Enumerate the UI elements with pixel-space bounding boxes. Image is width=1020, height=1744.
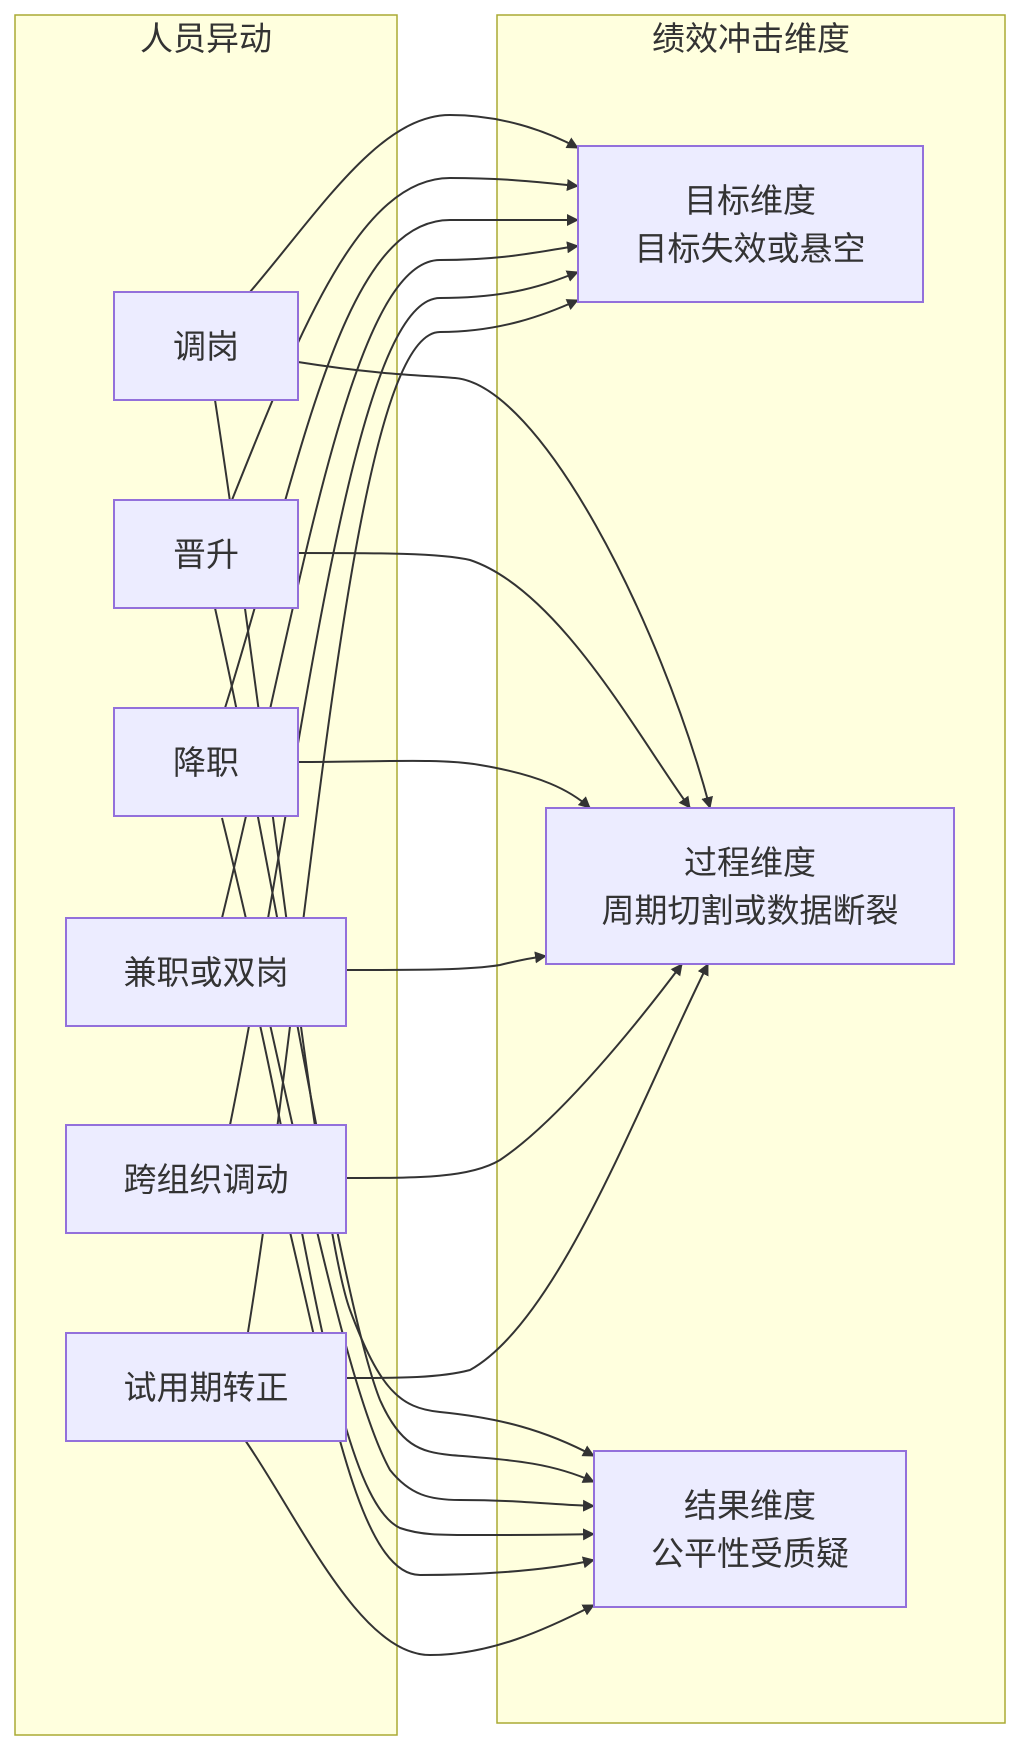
- node-demote-label: 降职: [173, 743, 239, 782]
- edge-probation-to-result: [244, 1439, 595, 1657]
- node-demote-box: [113, 707, 299, 817]
- node-crossorg[interactable]: 跨组织调动: [65, 1124, 347, 1234]
- node-process[interactable]: 过程维度 周期切割或数据断裂: [545, 807, 955, 965]
- edge-move-to-process: [297, 361, 713, 809]
- node-move[interactable]: 调岗: [113, 291, 299, 401]
- edge-crossorg-to-goal: [229, 270, 579, 1126]
- edge-probation-to-process: [345, 963, 709, 1379]
- node-result-line1: 结果维度: [684, 1486, 816, 1525]
- node-promote[interactable]: 晋升: [113, 499, 299, 609]
- edge-demote-to-process: [297, 759, 591, 809]
- node-goal-line1: 目标维度: [684, 181, 816, 220]
- edge-promote-to-process: [297, 552, 691, 809]
- node-crossorg-label: 跨组织调动: [124, 1160, 289, 1199]
- node-move-box: [113, 291, 299, 401]
- node-result[interactable]: 结果维度 公平性受质疑: [593, 1450, 907, 1608]
- node-promote-box: [113, 499, 299, 609]
- edge-probation-to-goal: [247, 299, 579, 1333]
- cluster-personnel-changes: 人员异动: [14, 14, 398, 1736]
- node-result-box: [593, 1450, 907, 1608]
- node-goal-line2: 目标失效或悬空: [635, 229, 866, 268]
- edge-crossorg-to-process: [345, 963, 683, 1179]
- node-dual[interactable]: 兼职或双岗: [65, 917, 347, 1027]
- node-process-line1: 过程维度: [684, 843, 816, 882]
- edge-dual-to-goal: [221, 241, 579, 919]
- node-process-box: [545, 807, 955, 965]
- node-goal[interactable]: 目标维度 目标失效或悬空: [577, 145, 924, 303]
- node-demote[interactable]: 降职: [113, 707, 299, 817]
- node-probation[interactable]: 试用期转正: [65, 1332, 347, 1442]
- node-result-line2: 公平性受质疑: [651, 1534, 849, 1573]
- node-process-line2: 周期切割或数据断裂: [602, 891, 899, 930]
- edge-dual-to-result: [259, 1024, 595, 1541]
- node-probation-box: [65, 1332, 347, 1442]
- cluster-personnel-changes-title: 人员异动: [140, 19, 272, 58]
- edge-dual-to-process: [345, 951, 547, 971]
- cluster-performance-impact-title: 绩效冲击维度: [652, 19, 850, 58]
- node-probation-label: 试用期转正: [124, 1368, 289, 1407]
- node-promote-label: 晋升: [173, 535, 239, 574]
- node-move-label: 调岗: [173, 327, 239, 366]
- node-dual-box: [65, 917, 347, 1027]
- node-goal-box: [577, 145, 924, 303]
- node-dual-label: 兼职或双岗: [124, 953, 289, 992]
- edge-demote-to-result: [221, 817, 595, 1512]
- edge-move-to-goal: [249, 113, 579, 293]
- cluster-personnel-changes-box: [14, 14, 398, 1736]
- node-crossorg-box: [65, 1124, 347, 1234]
